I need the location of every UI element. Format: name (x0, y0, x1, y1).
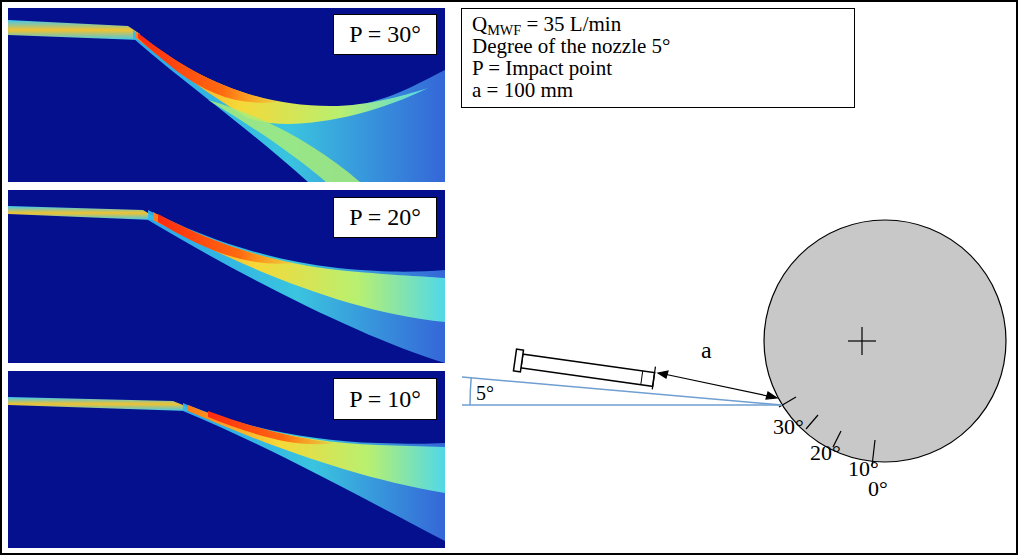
spray-image (8, 8, 445, 182)
dimension-label: a (701, 338, 712, 362)
impact-tick (806, 415, 818, 429)
jet-angle-lines (470, 378, 471, 405)
point-label-text: P = 20° (349, 204, 421, 230)
impact-point-label: P = 10° (333, 378, 437, 420)
spray-image (8, 371, 445, 548)
parameter-text: P = Impact point (472, 57, 844, 79)
nozzle (652, 367, 655, 390)
angle-label: 20° (810, 442, 841, 464)
impact-point-label: P = 20° (333, 197, 437, 238)
spray-image (8, 397, 188, 411)
grinding-wheel (861, 327, 862, 355)
grinding-wheel (764, 220, 1006, 462)
dimension-line (664, 374, 770, 397)
nozzle (513, 347, 655, 390)
angle-label: 10° (848, 458, 879, 480)
grinding-wheel (764, 220, 1006, 462)
parameter-box: QMWF = 35 L/minDegree of the nozzle 5°P … (461, 8, 855, 108)
angle-label: 30° (773, 416, 804, 438)
nozzle (513, 349, 523, 372)
spray-image (8, 371, 445, 548)
spray-image (208, 100, 360, 182)
parameter-text: a = 100 mm (472, 79, 844, 101)
spray-image (8, 190, 445, 363)
spray-image (8, 206, 153, 220)
dimension-line (658, 371, 777, 399)
angle-label: 0° (868, 478, 888, 500)
spray-image (208, 411, 333, 444)
spray-image (8, 20, 140, 40)
point-label-text: P = 30° (349, 21, 421, 47)
spray-image (183, 403, 445, 541)
spray-image (8, 8, 445, 182)
dimension-line (766, 392, 777, 399)
dimension-line (658, 371, 668, 378)
parameter-text: QMWF = 35 L/min (472, 13, 844, 35)
parameter-text: Degree of the nozzle 5° (472, 35, 844, 57)
spray-image (8, 190, 445, 363)
spray-image (138, 33, 278, 103)
point-label-text: P = 10° (349, 386, 421, 412)
nozzle (521, 354, 655, 386)
impact-point-label: P = 30° (333, 14, 437, 55)
spray-image (158, 214, 293, 264)
angle-label: 5° (476, 383, 494, 403)
jet-angle-lines (462, 404, 782, 406)
nozzle (641, 371, 643, 385)
